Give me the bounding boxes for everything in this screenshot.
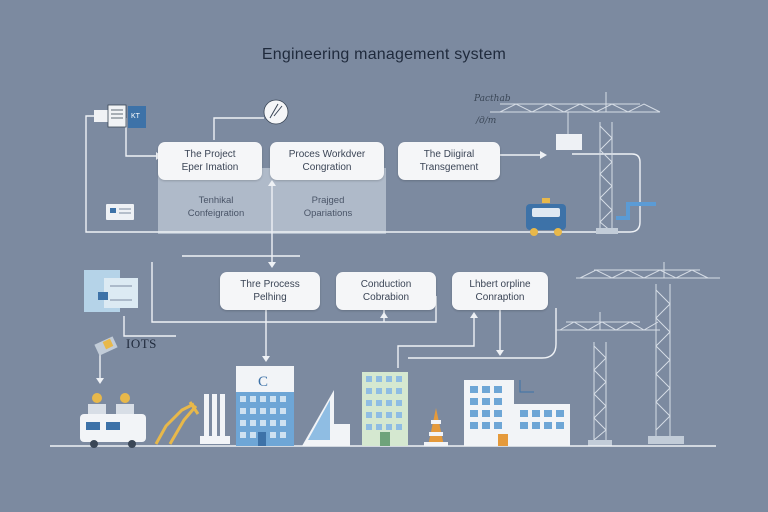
blue-office-building (236, 366, 294, 446)
traffic-cone-icon (424, 408, 448, 446)
document-icon: KT (94, 104, 146, 128)
office-building-right (464, 380, 570, 446)
crane-base (596, 228, 618, 234)
box-construction-collaboration[interactable]: Conduction Cobrabion (336, 272, 436, 310)
car-icon (526, 198, 566, 236)
box-project-operation[interactable]: The Project Eper Imation (158, 142, 262, 180)
crane-label-2: ∕д∕т (476, 116, 497, 126)
tower-crane-icon-2 (576, 262, 720, 438)
crane-load (556, 134, 582, 150)
truck-icon (80, 393, 146, 448)
tower-crane-icon-3 (556, 312, 660, 441)
box-process-workflow[interactable]: Proces Workdver Congration (270, 142, 384, 180)
card-icon (106, 204, 134, 220)
tower-crane-icon (490, 92, 661, 233)
excavator-icon (154, 401, 200, 445)
doc-icon-text: KT (131, 113, 141, 120)
box-digital-management[interactable]: The Diigiral Transgement (398, 142, 500, 180)
building-logo: C (258, 374, 268, 390)
page-title: Engineering management system (261, 46, 507, 63)
box-process-planning[interactable]: Thre Process Pelhing (220, 272, 320, 310)
panel-technical-configuration: Tenhikal Confeigration (187, 195, 245, 219)
dashboard-icon (84, 270, 138, 312)
chimney-icon (200, 394, 230, 444)
sensor-icon (94, 336, 118, 356)
arrow-heads (96, 151, 547, 384)
box-online-coordination[interactable]: Lhbert orpline Conraption (452, 272, 548, 310)
panel-project-operations: Prajged Opariations (303, 195, 353, 219)
glass-triangle-building (302, 390, 350, 446)
pipe-icon (616, 202, 656, 220)
crane-3-base (588, 440, 612, 446)
green-building (362, 372, 408, 446)
crane-2-base (648, 436, 684, 444)
iot-label: IOTS (126, 336, 157, 351)
pen-icon (263, 99, 289, 125)
crane-label-1: Pacthab (474, 94, 511, 104)
